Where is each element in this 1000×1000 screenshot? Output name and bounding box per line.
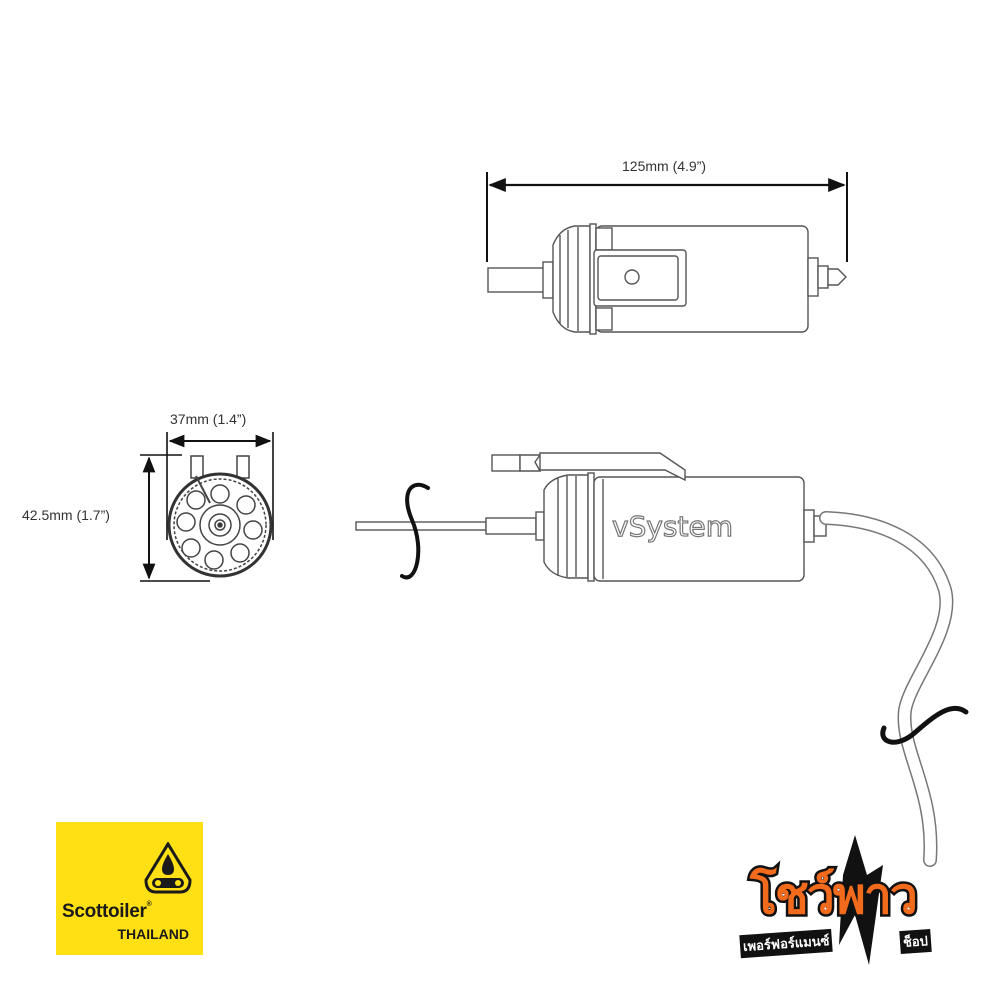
brand-country: THAILAND	[117, 926, 189, 942]
break-symbol-cable	[880, 705, 969, 745]
logo-sub-text-left: เพอร์ฟอร์แมนซ์	[739, 928, 834, 959]
lightning-bolt-icon	[839, 835, 883, 965]
length-dimension	[486, 172, 848, 262]
chain-drop-icon	[144, 842, 192, 894]
side-view-unit	[355, 452, 827, 582]
brand-name: Scottoiler®	[62, 901, 152, 922]
scottoiler-logo: Scottoiler® THAILAND	[56, 822, 203, 955]
length-label: 125mm (4.9”)	[622, 158, 707, 174]
width-label: 37mm (1.4”)	[170, 411, 247, 427]
break-symbol-left	[400, 482, 430, 580]
logo-sub-text-right: ช็อป	[899, 928, 932, 955]
logo-main-text: โชว์พาว	[748, 865, 921, 928]
width-dimension	[166, 432, 274, 540]
product-label: vSystem	[612, 510, 733, 543]
height-label: 42.5mm (1.7”)	[22, 507, 110, 523]
showpao-logo: โชว์พาว เพอร์ฟอร์แมนซ์ ช็อป	[739, 835, 970, 965]
end-view-unit	[167, 455, 273, 578]
height-dimension	[140, 454, 210, 582]
top-view-unit	[487, 223, 847, 335]
